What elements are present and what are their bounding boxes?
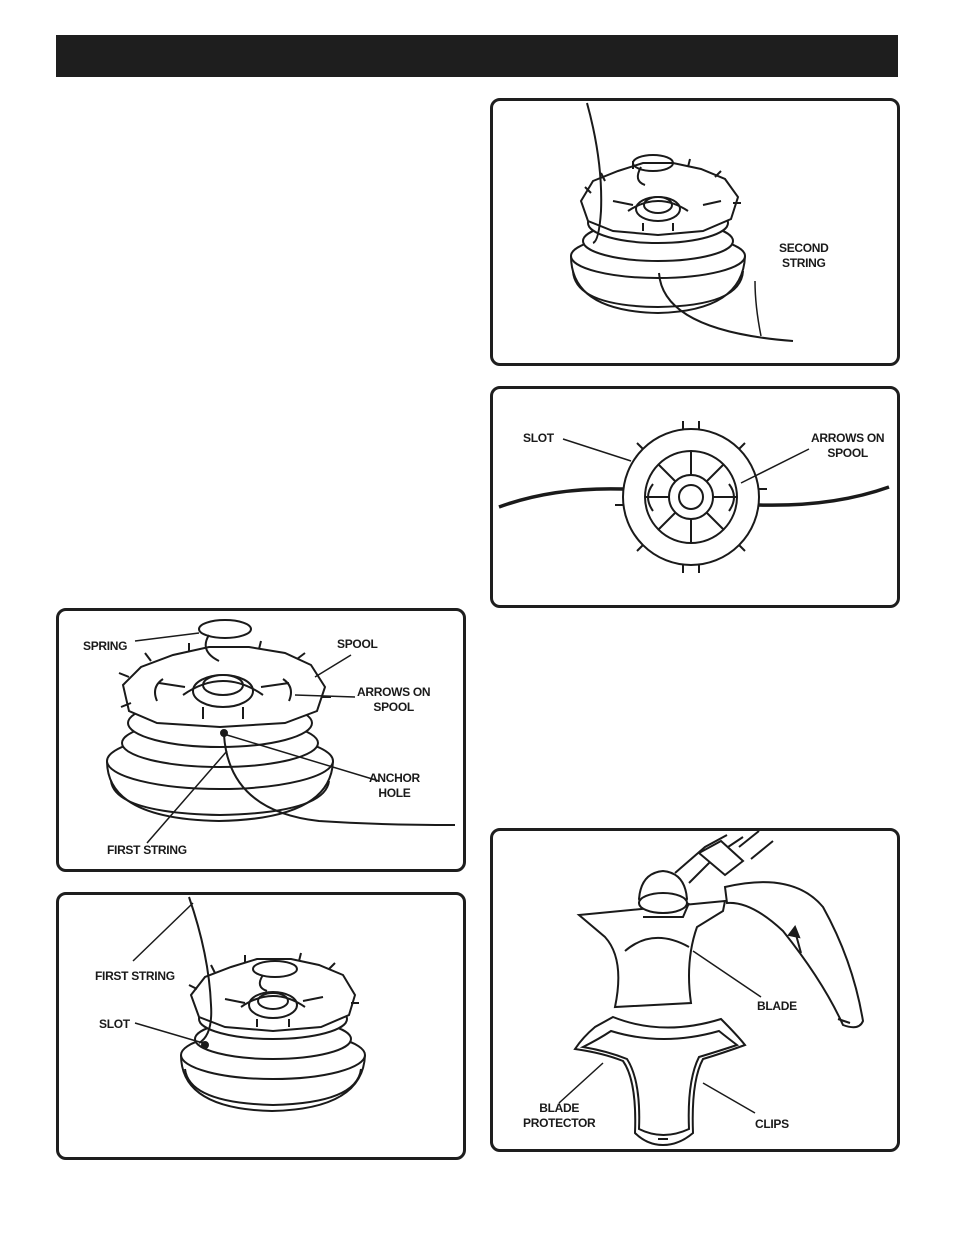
spool-top-view-drawing: [498, 421, 890, 573]
blade-drawing: [558, 831, 865, 1147]
spool-second-string-drawing: [570, 102, 794, 342]
label-spool: SPOOL: [337, 637, 378, 651]
spool-first-string-drawing: [132, 896, 366, 1113]
label-arrows-on-spool: ARROWS ON SPOOL: [811, 431, 885, 460]
spool-exploded-drawing: [106, 619, 456, 844]
label-arrows-on-spool: ARROWS ON SPOOL: [357, 685, 431, 714]
label-first-string: FIRST STRING: [95, 969, 175, 983]
label-blade: BLADE: [757, 999, 797, 1013]
label-blade-protector: BLADE PROTECTOR: [523, 1101, 596, 1130]
label-anchor-hole: ANCHOR HOLE: [369, 771, 420, 800]
figure-second-string: SECOND STRING: [490, 98, 900, 366]
figure-slot-arrows: SLOT ARROWS ON SPOOL: [490, 386, 900, 608]
label-spring: SPRING: [83, 639, 128, 653]
label-clips: CLIPS: [755, 1117, 789, 1131]
label-first-string: FIRST STRING: [107, 843, 187, 857]
figure-blade: BLADE BLADE PROTECTOR CLIPS: [490, 828, 900, 1152]
figure-first-string-slot: FIRST STRING SLOT: [56, 892, 466, 1160]
label-slot: SLOT: [99, 1017, 130, 1031]
header-bar: [56, 35, 898, 77]
figure-spool-parts: SPRING SPOOL ARROWS ON SPOOL ANCHOR HOLE…: [56, 608, 466, 872]
label-second-string: SECOND STRING: [779, 241, 829, 270]
label-slot: SLOT: [523, 431, 554, 445]
